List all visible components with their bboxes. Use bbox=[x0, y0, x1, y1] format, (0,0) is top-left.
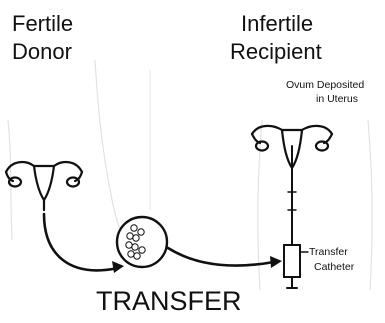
donor-uterus-illustration bbox=[6, 162, 82, 210]
catheter-label-line2: Catheter bbox=[314, 262, 354, 274]
transfer-title: TRANSFER bbox=[96, 287, 242, 317]
recipient-label-line1: Infertile bbox=[241, 12, 313, 36]
arrowhead-1 bbox=[112, 261, 124, 273]
deposit-label-line1: Ovum Deposited bbox=[286, 80, 364, 92]
donor-label-line1: Fertile bbox=[12, 12, 73, 36]
arrowhead-2 bbox=[270, 256, 282, 268]
donor-label-line2: Donor bbox=[12, 40, 72, 64]
deposit-label-line2: in Uterus bbox=[316, 94, 358, 106]
magnified-ovum-circle bbox=[117, 217, 167, 267]
recipient-label-line2: Recipient bbox=[230, 40, 322, 64]
transfer-catheter bbox=[284, 146, 308, 288]
donor-to-magnifier-arrow bbox=[44, 214, 118, 270]
catheter-label-line1: Transfer bbox=[309, 247, 348, 259]
